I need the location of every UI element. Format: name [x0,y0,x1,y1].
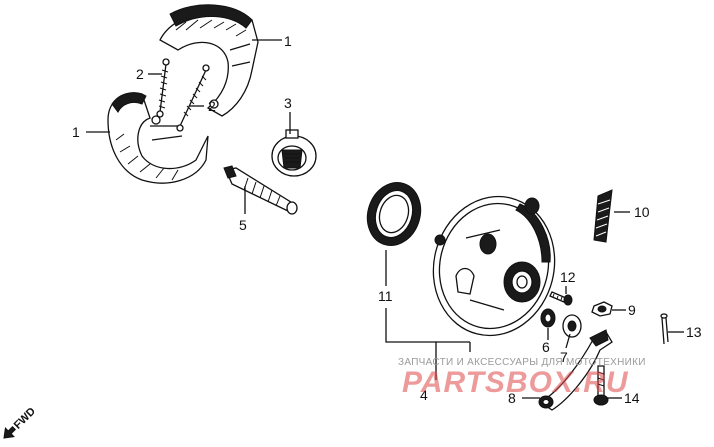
callout-labels: 1 1 2 2 3 4 5 6 7 8 9 10 11 12 13 14 [72,33,702,406]
brake-cam-gear [271,129,317,177]
cotter-pin [660,313,669,345]
callout-2-left: 2 [136,66,144,82]
bolt [549,291,573,306]
watermark-logo: PARTSBOX.RU [402,366,629,399]
callout-11: 11 [378,288,393,304]
arm-bolt [593,365,609,406]
washer [540,308,556,328]
callout-7: 7 [560,349,568,365]
callout-9: 9 [628,302,636,318]
callout-2-right: 2 [208,98,216,114]
fwd-label: FWD [12,405,38,431]
callout-10: 10 [634,204,650,220]
callout-4: 4 [420,387,428,403]
brake-cam-shaft [223,165,298,215]
callout-1-lower: 1 [72,124,80,140]
wear-indicator-plate [562,314,582,338]
callout-8: 8 [508,390,516,406]
watermark: ЗАПЧАСТИ И АКСЕССУАРЫ ДЛЯ МОТОТЕХНИКИ PA… [398,357,646,399]
shoe-spring-right [176,64,210,132]
brake-shoe-lower [107,92,209,184]
brake-arm [538,329,613,411]
callout-6: 6 [542,339,550,355]
callout-14: 14 [624,390,640,406]
callout-13: 13 [686,324,702,340]
callout-3: 3 [284,95,292,111]
rubber-boot [593,189,613,243]
brake-shoe-upper [159,4,259,117]
fwd-arrow: FWD [3,405,38,439]
callout-1-upper: 1 [284,33,292,49]
shoe-spring-left [156,58,170,118]
leader-lines [86,39,684,399]
watermark-caption: ЗАПЧАСТИ И АКСЕССУАРЫ ДЛЯ МОТОТЕХНИКИ [398,357,646,368]
brake-panel [432,195,556,337]
dust-seal [366,182,422,246]
callout-12: 12 [560,269,576,285]
callout-5: 5 [239,217,247,233]
nut [591,301,613,317]
